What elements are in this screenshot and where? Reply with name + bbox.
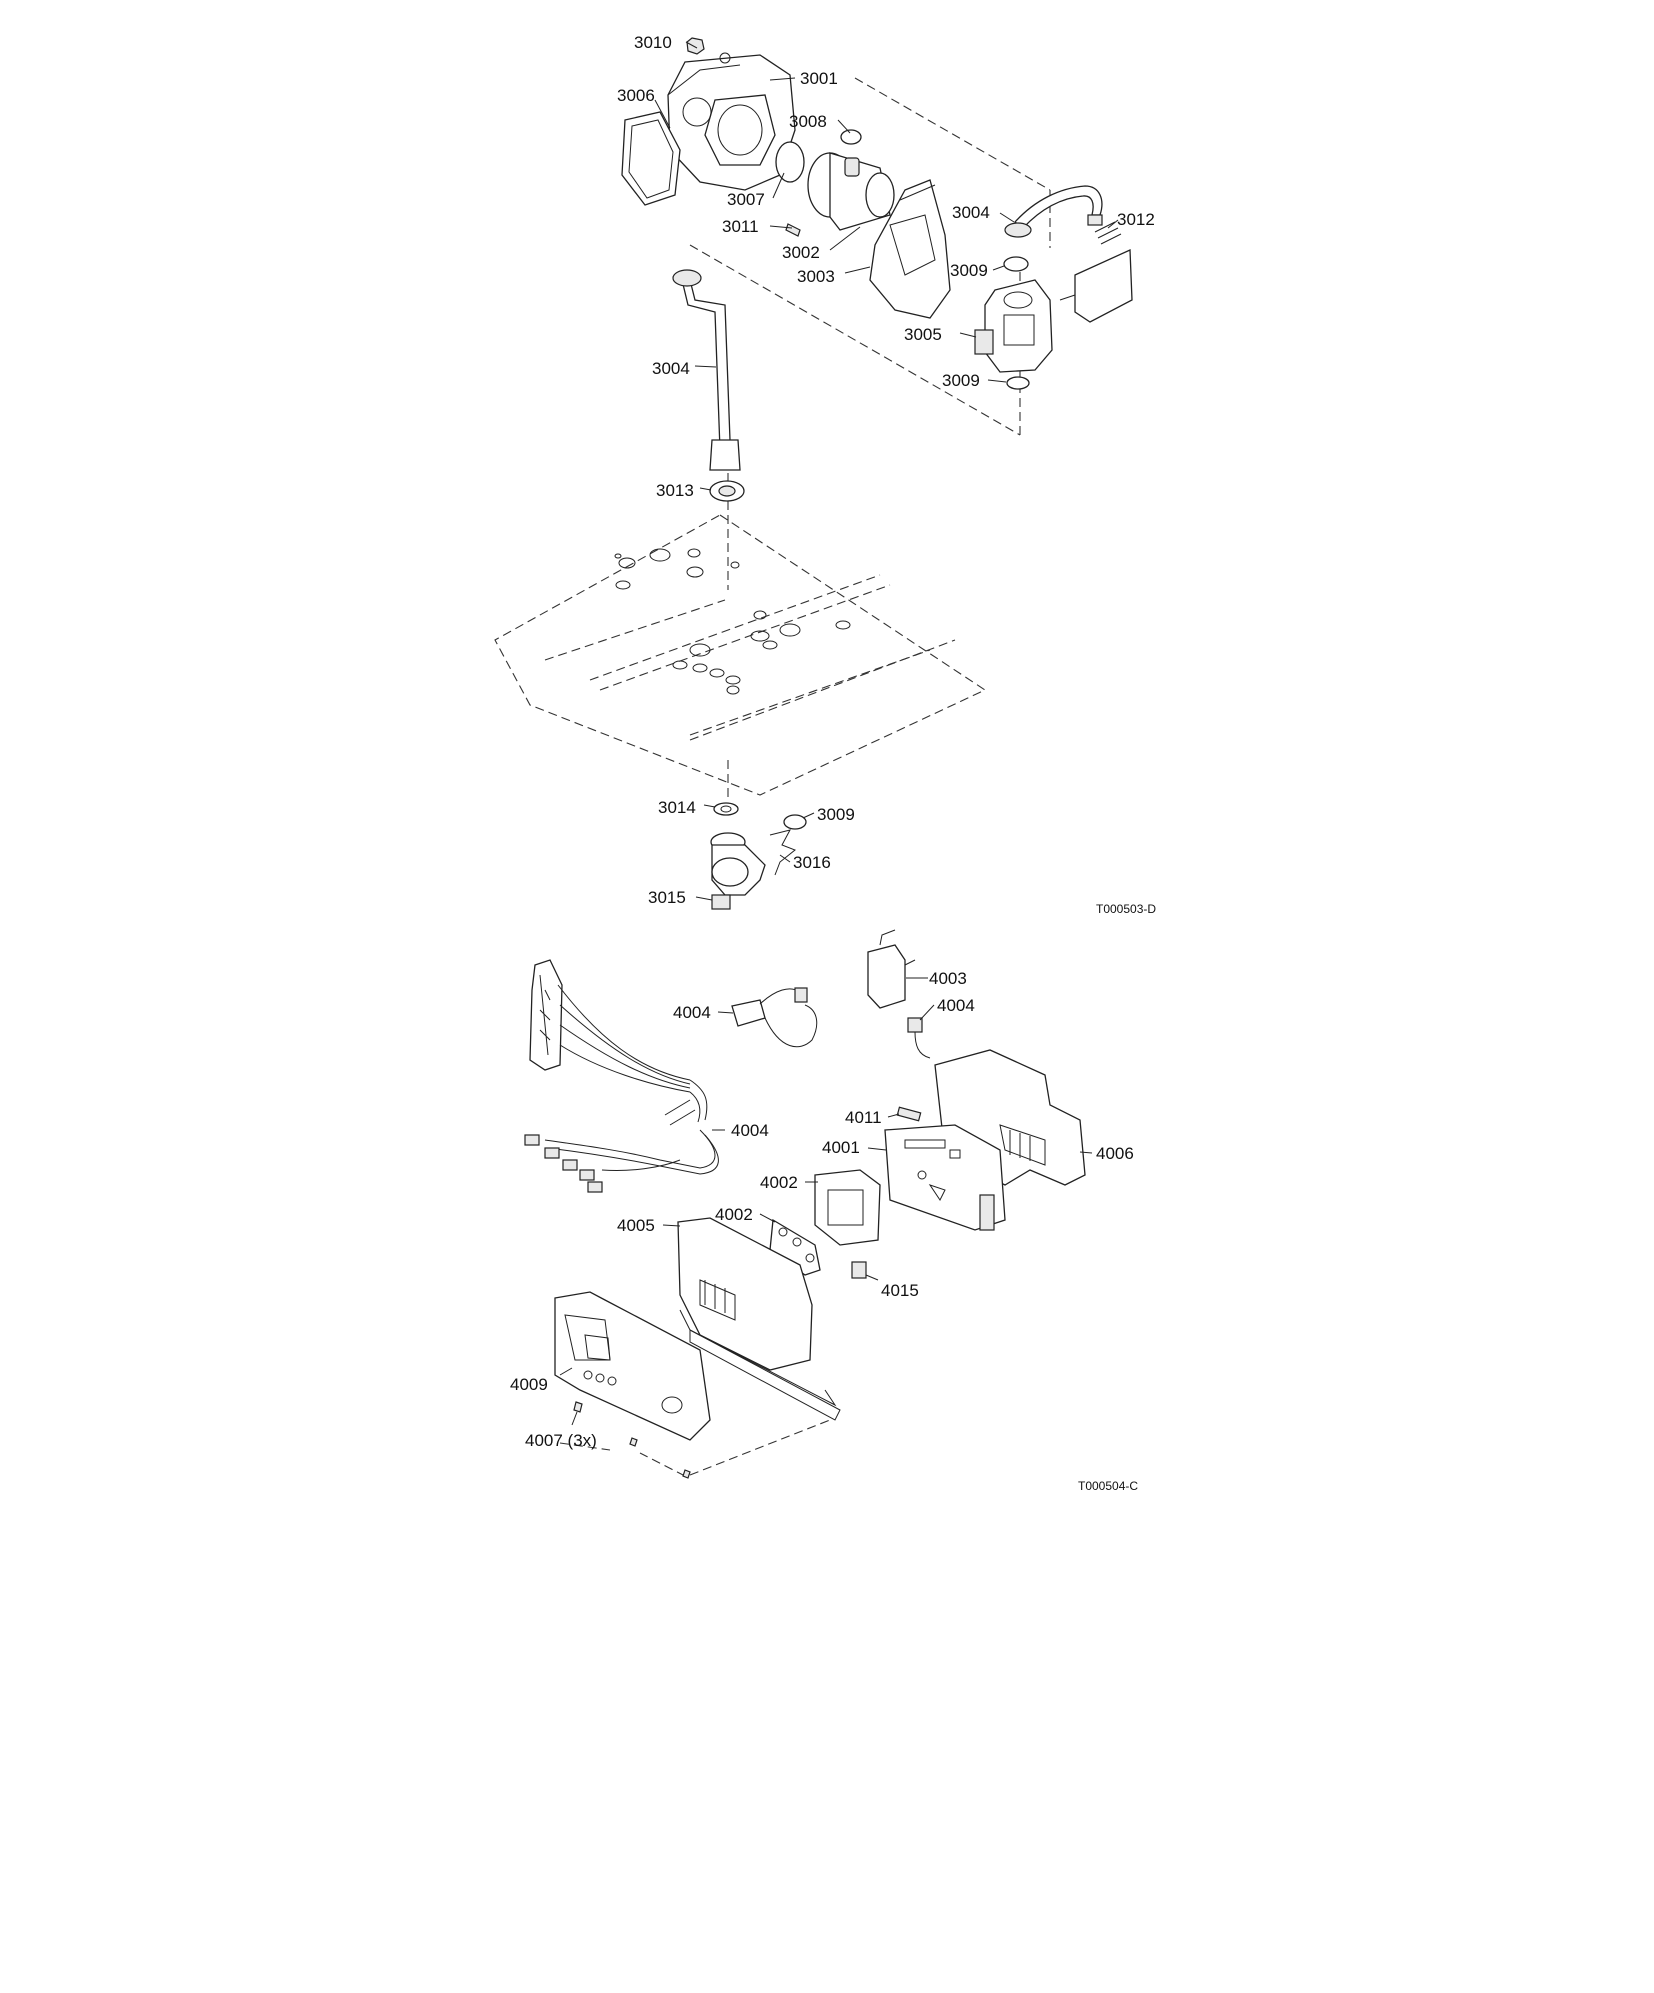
callout-3009-b: 3009 <box>942 371 980 390</box>
bracket-4002-a <box>814 1169 881 1246</box>
callout-3006: 3006 <box>617 86 655 105</box>
callout-3001: 3001 <box>800 69 838 88</box>
bracket <box>1059 249 1133 323</box>
gas-pipe-3004-long <box>672 269 741 471</box>
callout-3014: 3014 <box>658 798 696 817</box>
callout-3009-a: 3009 <box>950 261 988 280</box>
callout-4009: 4009 <box>510 1375 548 1394</box>
clip-3016 <box>769 829 796 876</box>
gasket-3006 <box>621 111 681 206</box>
ring-3009-b <box>1006 376 1030 390</box>
fitting-3015 <box>710 832 766 910</box>
callout-4007: 4007 (3x) <box>525 1431 597 1450</box>
callout-4015: 4015 <box>881 1281 919 1300</box>
callout-4005: 4005 <box>617 1216 655 1235</box>
connector-4004-a <box>731 987 818 1048</box>
connector-4004-b <box>907 1017 931 1059</box>
callout-3004-long: 3004 <box>652 359 690 378</box>
base-plate-holes <box>614 548 851 695</box>
callout-4006: 4006 <box>1096 1144 1134 1163</box>
leaders-bottom <box>559 977 1093 1426</box>
ring-3009-a <box>1003 256 1029 272</box>
front-panel-4009 <box>554 1291 711 1441</box>
callout-4001: 4001 <box>822 1138 860 1157</box>
gas-pipe-3004-top <box>1004 185 1103 238</box>
seal-3014 <box>713 802 739 816</box>
ignition-unit-4003 <box>867 929 916 1009</box>
leaders-top <box>654 41 1119 901</box>
fan-housing-3001 <box>667 52 796 191</box>
callout-3003: 3003 <box>797 267 835 286</box>
callout-3012: 3012 <box>1117 210 1155 229</box>
callout-3007: 3007 <box>727 190 765 209</box>
o-ring-3007 <box>775 141 805 183</box>
callout-3011: 3011 <box>722 217 759 236</box>
callout-3015: 3015 <box>648 888 686 907</box>
screws-4007 <box>573 1401 691 1479</box>
callout-3013: 3013 <box>656 481 694 500</box>
gas-valve-3005 <box>974 279 1053 373</box>
callout-3004-top: 3004 <box>952 203 990 222</box>
callout-4004-b: 4004 <box>937 996 975 1015</box>
reference-bottom: T000504-C <box>1078 1479 1138 1493</box>
callout-4002-a: 4002 <box>760 1173 798 1192</box>
callout-3010: 3010 <box>634 33 672 52</box>
control-board-4001 <box>884 1124 1006 1231</box>
callout-3008: 3008 <box>789 112 827 131</box>
callouts-bottom: 4003 4004 4004 4004 4011 4001 4006 4002 … <box>510 969 1134 1450</box>
nut-3010 <box>686 37 705 55</box>
air-inlet-3003 <box>869 179 951 319</box>
diagram-bottom: 4003 4004 4004 4004 4011 4001 4006 4002 … <box>510 929 1138 1493</box>
diagram-top: 3010 3001 3006 3008 3007 3011 3002 3003 … <box>494 33 1156 916</box>
callout-4002-b: 4002 <box>715 1205 753 1224</box>
callout-3002: 3002 <box>782 243 820 262</box>
callout-4003: 4003 <box>929 969 967 988</box>
callouts-top: 3010 3001 3006 3008 3007 3011 3002 3003 … <box>617 33 1155 907</box>
assembly-guides-top <box>494 77 1051 800</box>
callout-4011: 4011 <box>845 1108 882 1127</box>
fuse-4011 <box>896 1106 922 1122</box>
wiring-harness-4004 <box>524 959 719 1193</box>
seal-3008 <box>840 129 862 145</box>
callout-3005: 3005 <box>904 325 942 344</box>
ring-3009-c <box>783 814 807 830</box>
reference-top: T000503-D <box>1096 902 1156 916</box>
callout-3009-c: 3009 <box>817 805 855 824</box>
switch-4015 <box>851 1261 867 1279</box>
callout-3016: 3016 <box>793 853 831 872</box>
gasket-3013 <box>709 480 745 502</box>
clip-3012 <box>1094 221 1122 245</box>
bracket-4002-b <box>769 1218 821 1276</box>
venturi-3002 <box>807 152 895 231</box>
screw-3011 <box>785 223 801 237</box>
callout-4004-a: 4004 <box>673 1003 711 1022</box>
assembly-guides-bottom <box>559 1419 831 1477</box>
housing-4005 <box>677 1217 841 1421</box>
callout-4004-c: 4004 <box>731 1121 769 1140</box>
